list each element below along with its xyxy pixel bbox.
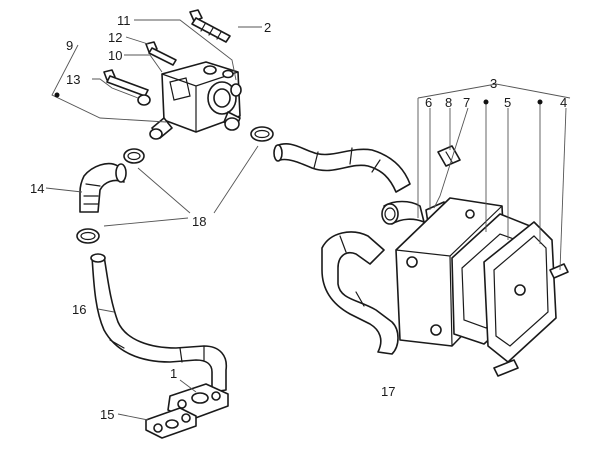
callout-15: 15 xyxy=(100,407,114,422)
spacer-part-13 xyxy=(137,94,151,106)
screw-part-4 xyxy=(493,263,569,377)
gasket-part-15 xyxy=(145,407,197,439)
elbow-hose-part-14 xyxy=(79,162,125,213)
callout-17: 17 xyxy=(381,384,395,399)
cover-part-4 xyxy=(483,221,557,363)
callout-12: 12 xyxy=(108,30,122,45)
hose-clamp-middle xyxy=(250,126,274,142)
callout-3: 3 xyxy=(490,76,497,91)
callout-1: 1 xyxy=(170,366,177,381)
hose-clamp-lower-left xyxy=(76,228,100,244)
callout-2: 2 xyxy=(264,20,271,35)
callout-7: 7 xyxy=(463,95,470,110)
bolt-part-10 xyxy=(103,69,149,97)
callout-11: 11 xyxy=(117,13,131,28)
callout-9: 9 xyxy=(66,38,73,53)
callout-8: 8 xyxy=(445,95,452,110)
hose-clamp-upper-left xyxy=(123,148,145,164)
callout-10: 10 xyxy=(108,48,122,63)
callout-18: 18 xyxy=(192,214,206,229)
callout-labels: 11 2 12 9 10 13 14 18 16 1 15 3 6 8 7 5 … xyxy=(30,13,567,422)
reference-dots xyxy=(54,92,543,105)
long-hose-part-16 xyxy=(91,255,228,393)
left-hose-assembly xyxy=(76,148,229,439)
bolt-part-12 xyxy=(145,41,177,66)
clip-part-8 xyxy=(437,145,461,167)
leader-lines xyxy=(45,19,571,421)
valve-body-assembly xyxy=(103,9,242,140)
callout-13: 13 xyxy=(66,72,80,87)
callout-14: 14 xyxy=(30,181,44,196)
reed-valve-assembly xyxy=(321,145,569,377)
middle-hose xyxy=(250,126,411,193)
callout-16: 16 xyxy=(72,302,86,317)
bolt-part-2 xyxy=(189,9,231,43)
callout-5: 5 xyxy=(504,95,511,110)
callout-4: 4 xyxy=(560,95,567,110)
valve-block xyxy=(149,61,242,140)
callout-6: 6 xyxy=(425,95,432,110)
